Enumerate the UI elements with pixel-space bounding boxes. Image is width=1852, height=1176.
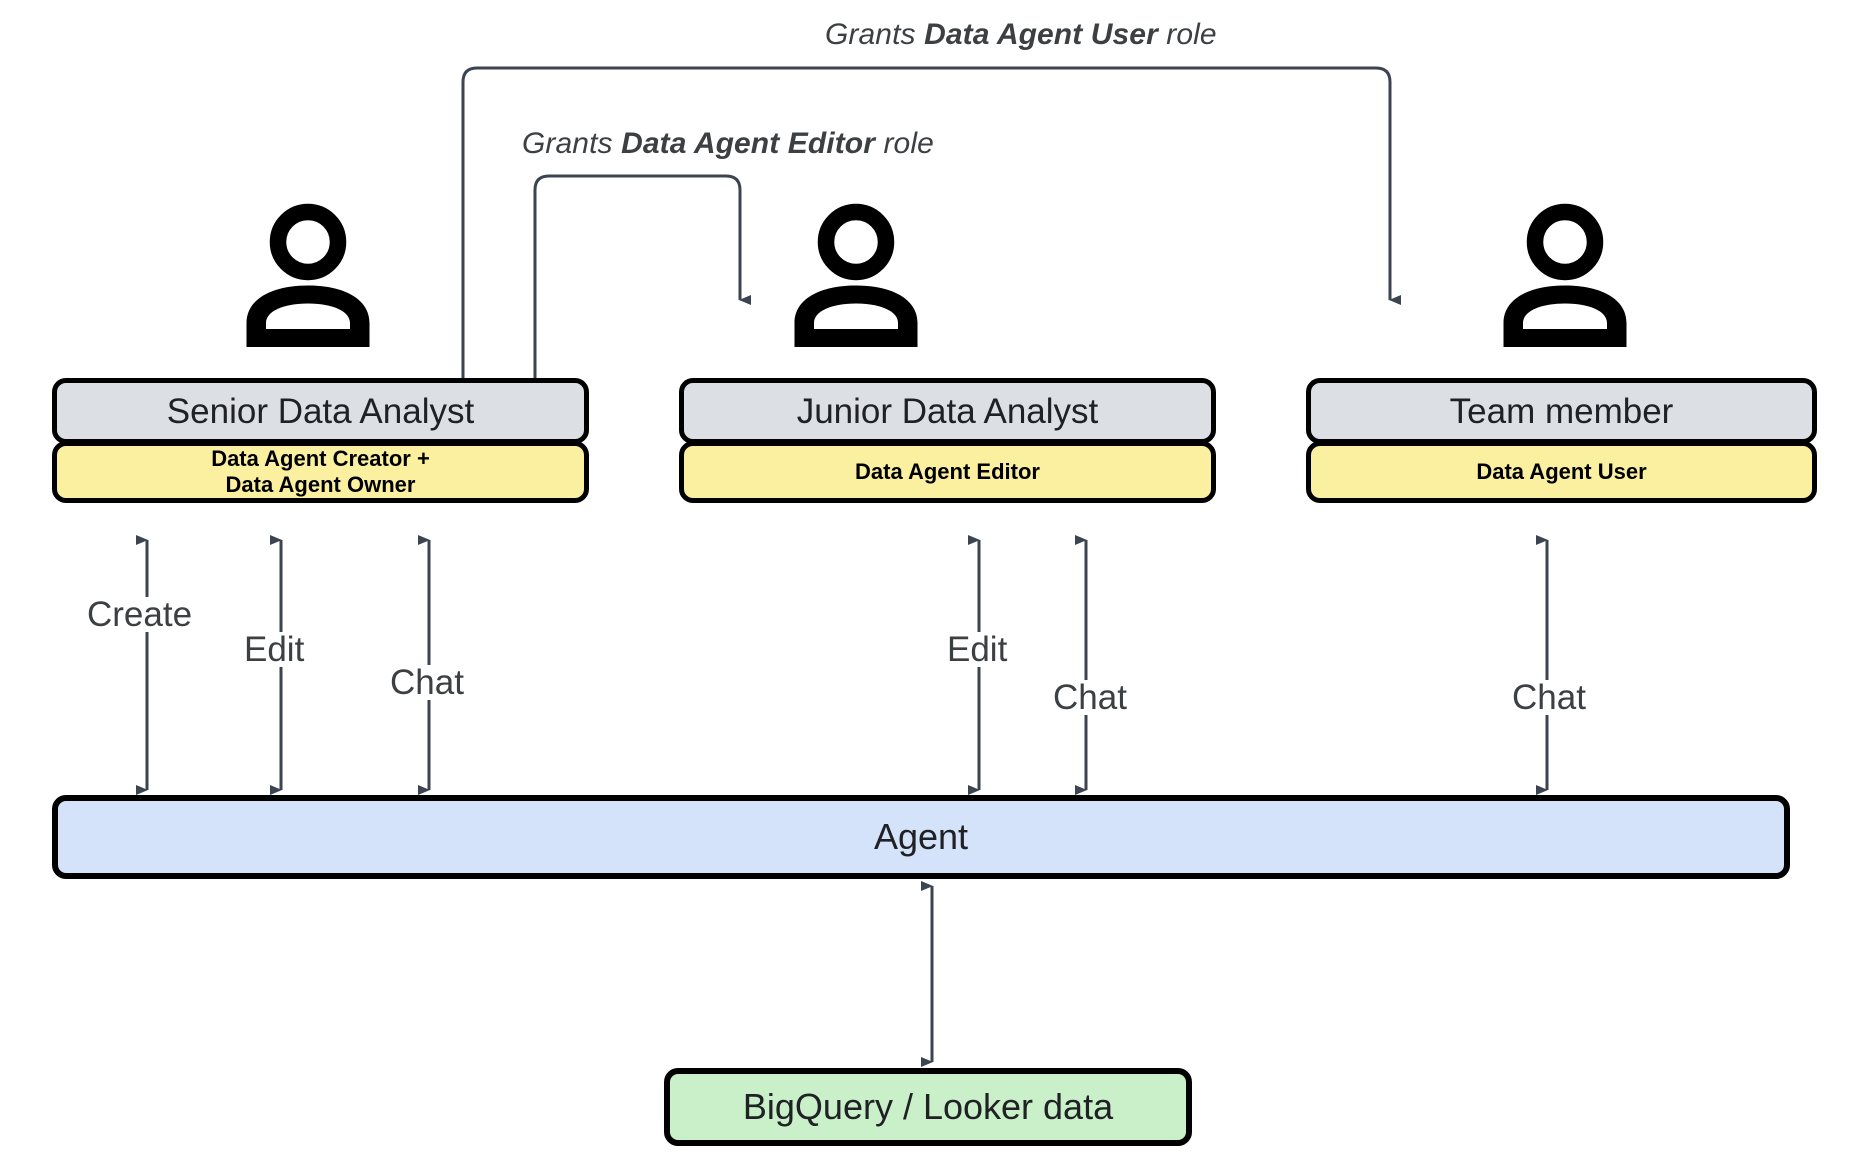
actor-title-junior-data-analyst: Junior Data Analyst xyxy=(679,378,1216,444)
person-icon xyxy=(233,200,383,350)
role-badge-senior-data-analyst: Data Agent Creator + Data Agent Owner xyxy=(52,441,589,503)
flow-label-senior-create: Create xyxy=(83,597,197,632)
flow-label-team-chat: Chat xyxy=(1508,680,1590,715)
data-source-label: BigQuery / Looker data xyxy=(742,1086,1114,1127)
role-badge-junior-data-analyst: Data Agent Editor xyxy=(679,441,1216,503)
grant-editor-suffix: role xyxy=(875,127,934,160)
grant-editor-label: Grants Data Agent Editor role xyxy=(522,127,934,161)
actor-title-team-member: Team member xyxy=(1306,378,1817,444)
flow-label-junior-edit: Edit xyxy=(943,632,1012,667)
actor-senior-data-analyst[interactable]: Senior Data Analyst Data Agent Creator +… xyxy=(52,378,589,503)
grant-editor-prefix: Grants xyxy=(522,127,622,160)
grant-user-suffix: role xyxy=(1157,18,1217,51)
grant-user-prefix: Grants xyxy=(825,18,925,51)
grant-editor-connector xyxy=(533,174,751,380)
flow-label-senior-edit: Edit xyxy=(240,632,309,667)
grant-user-role: Data Agent User xyxy=(924,18,1158,51)
agent-node[interactable]: Agent xyxy=(52,795,1790,879)
grant-user-label: Grants Data Agent User role xyxy=(825,18,1217,52)
flow-label-junior-chat: Chat xyxy=(1049,680,1131,715)
data-source-node[interactable]: BigQuery / Looker data xyxy=(664,1068,1192,1146)
grant-editor-role: Data Agent Editor xyxy=(621,127,876,160)
role-badge-team-member: Data Agent User xyxy=(1306,441,1817,503)
actor-team-member[interactable]: Team member Data Agent User xyxy=(1306,378,1817,503)
agent-label: Agent xyxy=(873,816,969,857)
person-icon xyxy=(1490,200,1640,350)
flow-label-senior-chat: Chat xyxy=(386,665,468,700)
actor-title-senior-data-analyst: Senior Data Analyst xyxy=(52,378,589,444)
actor-junior-data-analyst[interactable]: Junior Data Analyst Data Agent Editor xyxy=(679,378,1216,503)
person-icon xyxy=(781,200,931,350)
